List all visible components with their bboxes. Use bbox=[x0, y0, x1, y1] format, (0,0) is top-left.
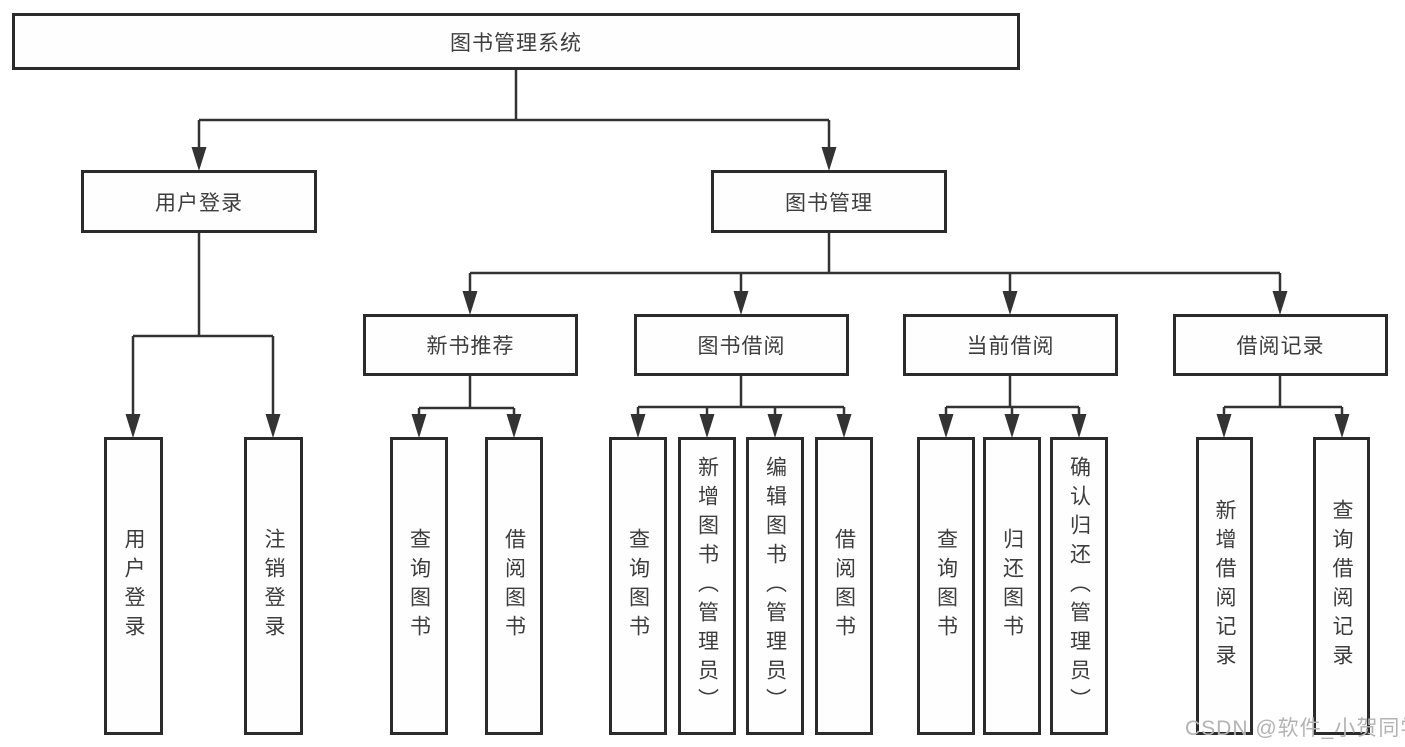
node-leaf-confirm-return-admin: 确认归还（管理员） bbox=[1050, 437, 1108, 735]
node-label: 新增图书（管理员） bbox=[695, 455, 719, 717]
arrow-down-icon bbox=[767, 414, 783, 438]
arrow-down-icon bbox=[699, 414, 715, 438]
connector-manage-to-level3 bbox=[468, 233, 1282, 294]
arrow-down-icon bbox=[411, 414, 427, 438]
node-leaf-logout: 注销登录 bbox=[244, 437, 303, 735]
node-leaf-query-book-1: 查询图书 bbox=[390, 437, 448, 735]
arrow-down-icon bbox=[1216, 414, 1232, 438]
node-leaf-add-borrow-record: 新增借阅记录 bbox=[1196, 437, 1253, 735]
arrow-down-icon bbox=[630, 414, 646, 438]
node-root: 图书管理系统 bbox=[12, 13, 1020, 70]
arrow-down-icon bbox=[506, 414, 522, 438]
arrow-down-icon bbox=[191, 147, 207, 171]
node-label: 注销登录 bbox=[262, 528, 285, 644]
node-label: 借阅记录 bbox=[1236, 335, 1325, 358]
connector-borrow-to-leaves bbox=[636, 376, 846, 418]
connector-root-to-level2 bbox=[197, 70, 831, 150]
node-new-book-recommend: 新书推荐 bbox=[363, 314, 578, 376]
node-label: 用户登录 bbox=[122, 528, 145, 644]
node-label: 图书管理系统 bbox=[450, 31, 582, 55]
node-label: 查询图书 bbox=[626, 528, 650, 644]
connector-record-to-leaves bbox=[1222, 376, 1344, 418]
node-label: 图书借阅 bbox=[697, 335, 786, 358]
arrow-down-icon bbox=[821, 147, 837, 171]
node-leaf-query-borrow-record: 查询借阅记录 bbox=[1313, 437, 1370, 735]
connector-newbook-to-leaves bbox=[417, 376, 516, 418]
node-label: 新书推荐 bbox=[426, 335, 515, 358]
node-label: 查询图书 bbox=[934, 528, 958, 644]
arrow-down-icon bbox=[1272, 291, 1288, 315]
arrow-down-icon bbox=[733, 291, 749, 315]
node-borrow-record: 借阅记录 bbox=[1173, 314, 1388, 376]
node-leaf-query-book-3: 查询图书 bbox=[917, 437, 975, 735]
node-leaf-user-login: 用户登录 bbox=[104, 437, 163, 735]
arrow-down-icon bbox=[1004, 414, 1020, 438]
connector-current-to-leaves bbox=[944, 376, 1081, 418]
arrow-down-icon bbox=[1071, 414, 1087, 438]
node-label: 查询图书 bbox=[407, 528, 431, 644]
arrow-down-icon bbox=[265, 414, 281, 438]
node-label: 用户登录 bbox=[155, 191, 243, 215]
arrow-down-icon bbox=[938, 414, 954, 438]
node-leaf-borrow-book-2: 借阅图书 bbox=[815, 437, 873, 735]
node-leaf-edit-book-admin: 编辑图书（管理员） bbox=[746, 437, 804, 735]
arrow-down-icon bbox=[836, 414, 852, 438]
csdn-watermark: CSDN @软件_小贺同学 bbox=[1185, 717, 1405, 740]
node-leaf-add-book-admin: 新增图书（管理员） bbox=[678, 437, 736, 735]
node-label: 图书管理 bbox=[785, 191, 873, 215]
node-user-login: 用户登录 bbox=[81, 170, 317, 233]
node-book-borrow: 图书借阅 bbox=[634, 314, 849, 376]
arrow-down-icon bbox=[462, 291, 478, 315]
connector-login-to-leaves bbox=[131, 233, 275, 418]
node-leaf-query-book-2: 查询图书 bbox=[609, 437, 667, 735]
node-label: 确认归还（管理员） bbox=[1067, 455, 1091, 717]
node-leaf-return-book: 归还图书 bbox=[983, 437, 1041, 735]
arrow-down-icon bbox=[125, 414, 141, 438]
node-label: 当前借阅 bbox=[966, 335, 1055, 358]
arrow-down-icon bbox=[1002, 291, 1018, 315]
node-label: 新增借阅记录 bbox=[1213, 499, 1236, 673]
node-label: 借阅图书 bbox=[832, 528, 856, 644]
node-label: 归还图书 bbox=[1000, 528, 1024, 644]
node-leaf-borrow-book-1: 借阅图书 bbox=[485, 437, 543, 735]
arrow-down-icon bbox=[1334, 414, 1350, 438]
node-label: 借阅图书 bbox=[502, 528, 526, 644]
node-label: 查询借阅记录 bbox=[1330, 499, 1353, 673]
node-book-manage: 图书管理 bbox=[711, 170, 947, 233]
node-label: 编辑图书（管理员） bbox=[763, 455, 787, 717]
node-current-borrow: 当前借阅 bbox=[903, 314, 1118, 376]
